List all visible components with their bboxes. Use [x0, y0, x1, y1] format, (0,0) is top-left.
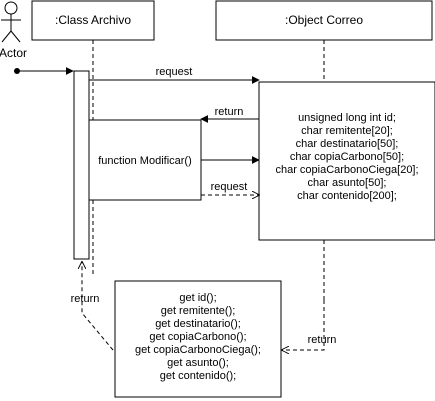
lifeline-correo-label: :Object Correo	[285, 13, 363, 27]
getter-item: get remitente();	[161, 305, 236, 317]
lifeline-correo-header	[215, 0, 433, 41]
return-label-left: return	[71, 293, 100, 305]
function-modificar-label: function Modificar()	[98, 155, 192, 167]
getter-item: get id();	[179, 292, 216, 304]
correo-field: char copiaCarbono[50];	[290, 151, 404, 163]
correo-field: char remitente[20];	[301, 125, 393, 137]
correo-field: char destinatario[50];	[296, 138, 399, 150]
lifeline-archivo-label: :Class Archivo	[55, 13, 131, 27]
activation-bar-archivo	[73, 70, 90, 260]
getter-item: get asunto();	[167, 357, 229, 369]
correo-field: char contenido[200];	[297, 190, 397, 202]
return-label-bottom: return	[308, 334, 337, 346]
correo-fields: unsigned long int id; char remitente[20]…	[275, 112, 418, 202]
function-modificar-box	[88, 119, 202, 201]
correo-field: char copiaCarbonoCiega[20];	[275, 164, 418, 176]
getter-item: get copiaCarbono();	[149, 331, 246, 343]
lifeline-archivo-header	[31, 0, 155, 41]
correo-field: unsigned long int id;	[298, 112, 396, 124]
return-arrow-bottom	[282, 300, 325, 350]
correo-object-box	[258, 81, 435, 241]
getters-list: get id(); get remitente(); get destinata…	[135, 292, 261, 382]
actor-label: Actor	[0, 46, 27, 60]
request-label-top: request	[156, 66, 193, 78]
actor-figure-icon	[1, 1, 21, 43]
getter-item: get contenido();	[160, 370, 236, 382]
getters-box	[114, 280, 282, 398]
getter-item: get copiaCarbonoCiega();	[135, 344, 261, 356]
request-label-mid: request	[211, 181, 248, 193]
getter-item: get destinatario();	[155, 318, 241, 330]
correo-field: char asunto[50];	[308, 177, 387, 189]
return-arrow-left	[82, 262, 114, 351]
return-label-top: return	[215, 106, 244, 118]
